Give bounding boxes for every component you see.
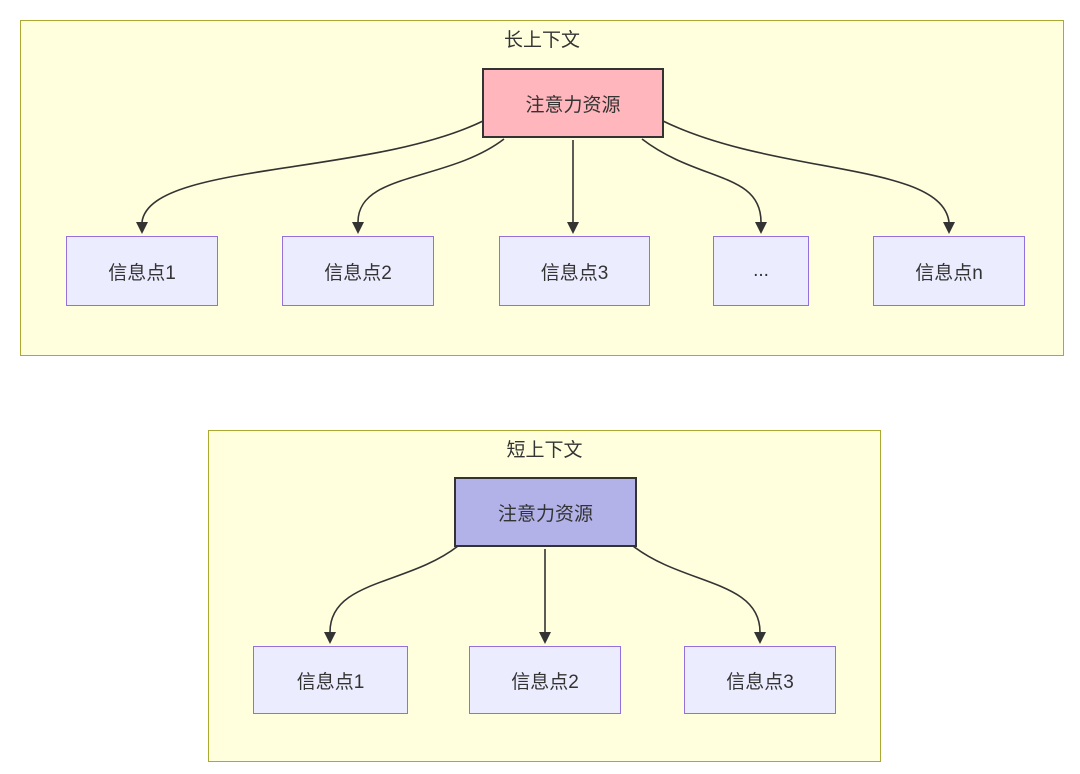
long-info-node-1: 信息点1: [66, 236, 218, 306]
long-info-node-ellipsis: ...: [713, 236, 809, 306]
short-info-node-1: 信息点1: [253, 646, 408, 714]
long-info-node-3: 信息点3: [499, 236, 650, 306]
long-info-node-2: 信息点2: [282, 236, 434, 306]
short-info-node-3: 信息点3: [684, 646, 836, 714]
long-attention-node: 注意力资源: [482, 68, 664, 138]
short-context-title: 短上下文: [506, 440, 583, 461]
long-info-node-n: 信息点n: [873, 236, 1025, 306]
short-attention-node: 注意力资源: [454, 477, 637, 547]
short-info-node-2: 信息点2: [469, 646, 621, 714]
long-context-title: 长上下文: [503, 30, 580, 51]
